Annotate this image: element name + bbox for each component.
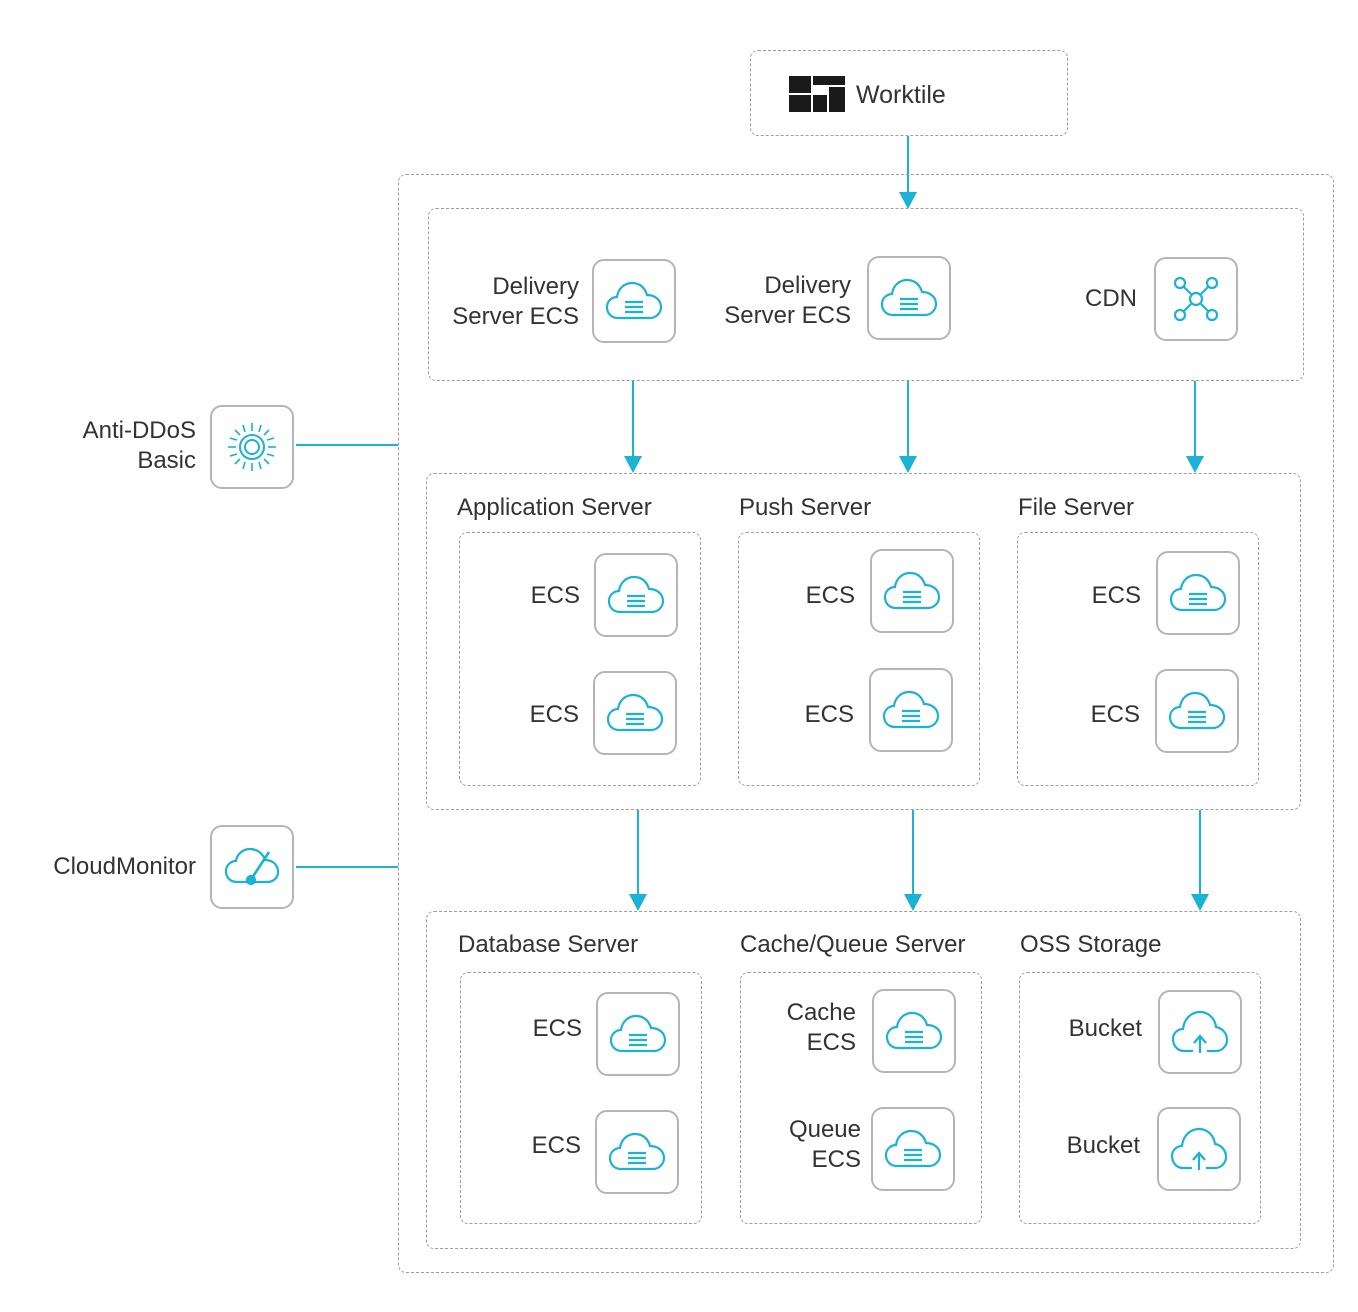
arrowhead [1186, 456, 1204, 473]
antiddos-label-line1: Anti-DDoS [82, 417, 196, 444]
arrowhead [624, 456, 642, 473]
file-server-group [1017, 532, 1259, 786]
delivery2-label-line2: Server ECS [724, 302, 851, 329]
worktile-box [750, 50, 1068, 136]
db-ecs-2-label: ECS [531, 1132, 581, 1159]
file-server-title: File Server [1018, 494, 1135, 521]
cloudmonitor-label: CloudMonitor [53, 853, 196, 880]
oss-bucket-2-cloud-upload-icon [1157, 1107, 1241, 1191]
db-server-group [460, 972, 702, 1224]
push-ecs-2-label: ECS [804, 701, 854, 728]
file-ecs-2-cloud-server-icon [1155, 669, 1239, 753]
app-ecs-2-label: ECS [529, 701, 579, 728]
db-ecs-1-cloud-server-icon [596, 992, 680, 1076]
antiddos-label-line2: Basic [137, 447, 196, 474]
queue-ecs-cloud-server-icon [871, 1107, 955, 1191]
queue-ecs-label-line2: ECS [811, 1146, 861, 1173]
cache-ecs-label-line2: ECS [806, 1029, 856, 1056]
push-ecs-2-cloud-server-icon [869, 668, 953, 752]
push-server-title: Push Server [739, 494, 872, 521]
push-server-group [738, 532, 980, 786]
app-server-group [459, 532, 701, 786]
arrowhead [1191, 894, 1209, 911]
arrowhead [904, 894, 922, 911]
file-ecs-2-label: ECS [1090, 701, 1140, 728]
cdn-network-nodes-icon [1154, 257, 1238, 341]
push-ecs-1-cloud-server-icon [870, 549, 954, 633]
oss-storage-title: OSS Storage [1020, 931, 1162, 958]
delivery2-label-line1: Delivery [764, 272, 851, 299]
delivery1-label-line2: Server ECS [452, 303, 579, 330]
db-ecs-1-label: ECS [532, 1015, 582, 1042]
worktile-label: Worktile [856, 81, 946, 109]
arrowhead [899, 192, 917, 209]
delivery1-label-line1: Delivery [492, 273, 579, 300]
push-ecs-1-label: ECS [805, 582, 855, 609]
delivery1-cloud-server-icon [592, 259, 676, 343]
app-ecs-1-cloud-server-icon [594, 553, 678, 637]
oss-bucket-1-label: Bucket [1068, 1015, 1142, 1042]
cache-queue-title: Cache/Queue Server [740, 931, 966, 958]
oss-bucket-2-label: Bucket [1066, 1132, 1140, 1159]
cache-ecs-label-line1: Cache [786, 999, 856, 1026]
file-ecs-1-cloud-server-icon [1156, 551, 1240, 635]
cdn-label: CDN [1085, 285, 1137, 312]
delivery2-cloud-server-icon [867, 256, 951, 340]
worktile-logo [789, 76, 845, 112]
cache-ecs-cloud-server-icon [872, 989, 956, 1073]
queue-ecs-label-line1: Queue [788, 1116, 861, 1143]
edge-tier-box [428, 208, 1304, 381]
cache-queue-group [740, 972, 982, 1224]
antiddos-sun-shield-icon [210, 405, 294, 489]
oss-bucket-1-cloud-upload-icon [1158, 990, 1242, 1074]
cloudmonitor-cloud-gauge-icon [210, 825, 294, 909]
db-server-title: Database Server [458, 931, 639, 958]
app-ecs-1-label: ECS [530, 582, 580, 609]
oss-storage-group [1019, 972, 1261, 1224]
app-server-title: Application Server [457, 494, 652, 521]
file-ecs-1-label: ECS [1091, 582, 1141, 609]
db-ecs-2-cloud-server-icon [595, 1110, 679, 1194]
app-ecs-2-cloud-server-icon [593, 671, 677, 755]
bottom-tier-box [426, 911, 1301, 1249]
arrowhead [629, 894, 647, 911]
cloud-container [398, 174, 1334, 1273]
middle-tier-box [426, 473, 1301, 810]
arrowhead [899, 456, 917, 473]
